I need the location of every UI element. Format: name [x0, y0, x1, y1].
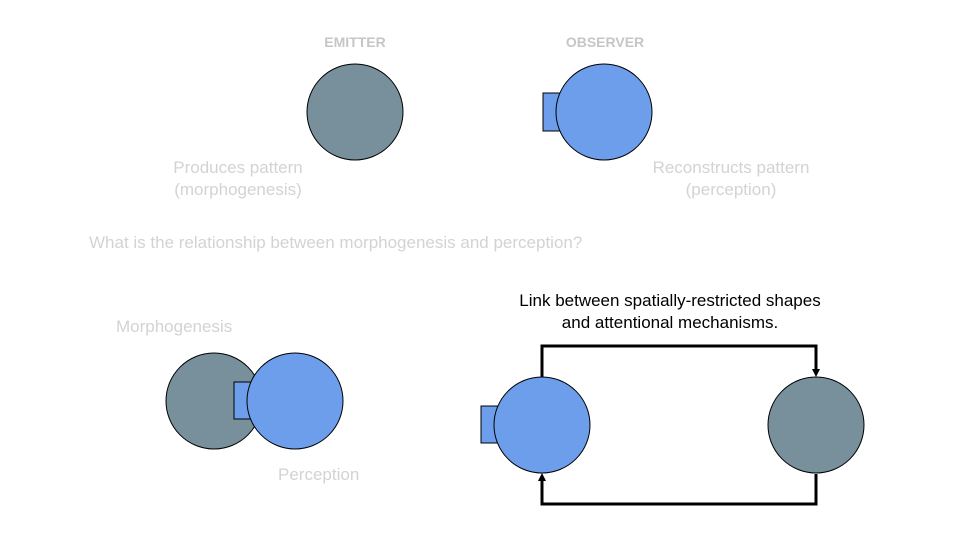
reconstructs-pattern-line2: (perception): [685, 180, 777, 200]
produces-pattern-line1: Produces pattern: [173, 158, 303, 177]
emitter-heading: EMITTER: [324, 34, 386, 50]
bottom-feedback-arrow: [538, 473, 818, 506]
observer-circle: [555, 63, 653, 161]
loop-observer-circle: [493, 376, 591, 474]
link-caption: Link between spatially-restricted shapes…: [480, 290, 860, 334]
loop-emitter-circle: [767, 376, 865, 474]
produces-pattern-line2: (morphogenesis): [174, 180, 302, 200]
perception-label: Perception: [278, 465, 360, 484]
observer-heading: OBSERVER: [565, 34, 645, 50]
morphogenesis-label: Morphogenesis: [116, 317, 233, 336]
emitter-circle: [306, 63, 404, 161]
link-caption-line1: Link between spatially-restricted shapes: [519, 291, 821, 310]
perception-circle: [246, 352, 344, 450]
reconstructs-pattern-caption: Reconstructs pattern (perception): [626, 157, 836, 201]
reconstructs-pattern-line1: Reconstructs pattern: [652, 158, 810, 177]
relationship-question: What is the relationship between morphog…: [89, 233, 583, 252]
link-caption-line2: and attentional mechanisms.: [561, 313, 779, 333]
top-feedback-arrow: [540, 344, 820, 378]
produces-pattern-caption: Produces pattern (morphogenesis): [148, 157, 328, 201]
